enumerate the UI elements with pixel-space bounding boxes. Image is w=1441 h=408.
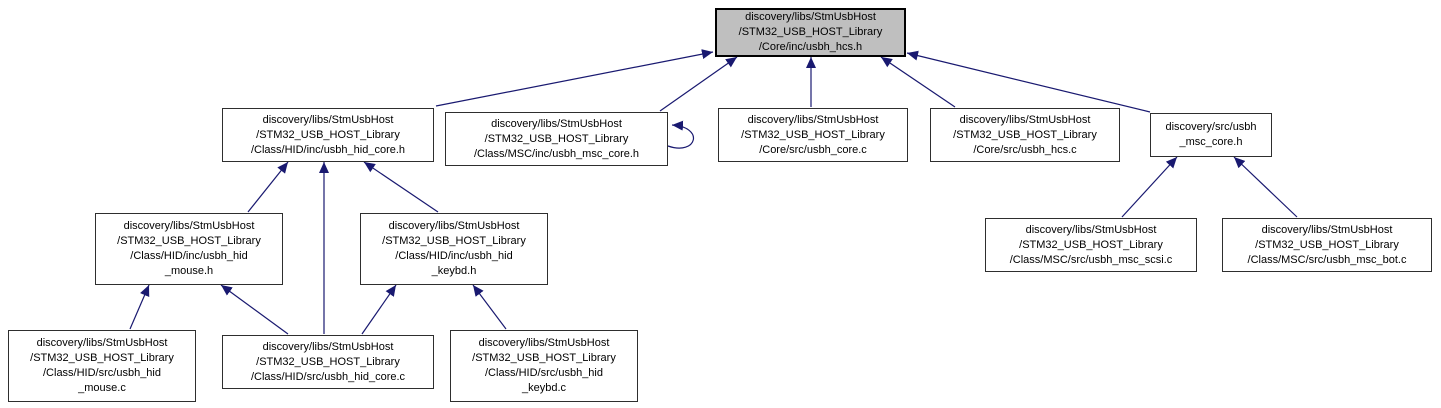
node-label-line: /STM32_USB_HOST_Library	[256, 128, 400, 141]
node-label-line: discovery/libs/StmUsbHost	[123, 220, 255, 232]
graph-node-usbh-msc-bot-c[interactable]: discovery/libs/StmUsbHost/STM32_USB_HOST…	[1222, 218, 1432, 272]
include-edge-usbh-hid-core-h-to-usbh-hcs-h	[435, 49, 714, 107]
graph-node-usbh-hid-keybd-h[interactable]: discovery/libs/StmUsbHost/STM32_USB_HOST…	[360, 213, 548, 285]
node-label-line: /STM32_USB_HOST_Library	[256, 355, 400, 368]
node-label-line: /Class/HID/src/usbh_hid	[43, 367, 161, 379]
node-label-line: /Core/src/usbh_hcs.c	[973, 143, 1077, 156]
node-label-line: discovery/libs/StmUsbHost	[1025, 223, 1157, 236]
node-label-line: /Class/HID/inc/usbh_hid	[395, 250, 513, 262]
node-label-line: /Class/MSC/src/usbh_msc_bot.c	[1247, 253, 1407, 266]
include-edge-usbh-hid-mouse-c-to-usbh-hid-mouse-h	[129, 284, 150, 330]
include-edge-usbh-hcs-c-to-usbh-hcs-h	[880, 56, 956, 108]
node-label-line: discovery/libs/StmUsbHost	[36, 337, 168, 349]
graph-node-usbh-hid-core-c[interactable]: discovery/libs/StmUsbHost/STM32_USB_HOST…	[222, 335, 434, 389]
include-edge-usbh-hid-keybd-h-to-usbh-hid-core-h	[363, 161, 439, 213]
node-label-line: /STM32_USB_HOST_Library	[30, 352, 174, 364]
graph-node-usbh-msc-scsi-c[interactable]: discovery/libs/StmUsbHost/STM32_USB_HOST…	[985, 218, 1197, 272]
node-label-line: discovery/libs/StmUsbHost	[262, 340, 394, 353]
include-edge-usbh-msc-core-h-lib-to-usbh-hcs-h	[659, 56, 738, 112]
node-label-line: /Class/HID/src/usbh_hid	[485, 367, 603, 379]
graph-node-usbh-hid-core-h[interactable]: discovery/libs/StmUsbHost/STM32_USB_HOST…	[222, 108, 434, 162]
graph-node-usbh-msc-core-h-lib[interactable]: discovery/libs/StmUsbHost/STM32_USB_HOST…	[445, 112, 668, 166]
include-edge-usbh-msc-scsi-c-to-usbh-msc-core-h-src	[1121, 156, 1178, 218]
node-label-line: /Class/HID/inc/usbh_hid	[130, 250, 248, 262]
node-label-line: /STM32_USB_HOST_Library	[1019, 238, 1163, 251]
node-label-line: discovery/libs/StmUsbHost	[1261, 223, 1393, 236]
node-label-line: /STM32_USB_HOST_Library	[738, 26, 883, 38]
include-edge-usbh-hid-core-c-to-usbh-hid-mouse-h	[220, 284, 289, 335]
node-label-line: /Class/HID/src/usbh_hid_core.c	[250, 370, 406, 383]
node-label-line: /Class/HID/inc/usbh_hid_core.h	[250, 143, 406, 156]
node-label-line: /STM32_USB_HOST_Library	[953, 128, 1097, 141]
node-label-line: _mouse.h	[164, 265, 214, 277]
include-edge-usbh-msc-bot-c-to-usbh-msc-core-h-src	[1233, 156, 1298, 218]
include-edge-usbh-hid-keybd-c-to-usbh-hid-keybd-h	[472, 284, 507, 330]
node-label-line: /STM32_USB_HOST_Library	[472, 352, 616, 364]
node-label-line: discovery/libs/StmUsbHost	[491, 117, 622, 130]
node-label-line: discovery/src/usbh	[1165, 121, 1257, 133]
node-label-line: _keybd.h	[431, 265, 477, 277]
node-label-line: /Core/src/usbh_core.c	[759, 143, 867, 156]
include-edge-usbh-msc-core-h-src-to-usbh-hcs-h	[906, 50, 1151, 113]
node-label-line: /Class/MSC/src/usbh_msc_scsi.c	[1009, 253, 1173, 266]
node-label-line: /STM32_USB_HOST_Library	[484, 132, 629, 145]
graph-node-usbh-core-c[interactable]: discovery/libs/StmUsbHost/STM32_USB_HOST…	[718, 108, 908, 162]
graph-node-usbh-hcs-c[interactable]: discovery/libs/StmUsbHost/STM32_USB_HOST…	[930, 108, 1120, 162]
node-label-line: discovery/libs/StmUsbHost	[262, 113, 394, 126]
graph-node-usbh-hcs-h: discovery/libs/StmUsbHost/STM32_USB_HOST…	[715, 8, 906, 57]
node-label-line: _msc_core.h	[1179, 136, 1243, 148]
include-edge-usbh-hid-core-c-to-usbh-hid-keybd-h	[361, 284, 397, 335]
self-include-edge-usbh-msc-core-h-lib-to-usbh-msc-core-h-lib	[667, 120, 694, 149]
node-label-line: /STM32_USB_HOST_Library	[1255, 238, 1399, 251]
node-label-line: discovery/libs/StmUsbHost	[747, 113, 879, 126]
node-label-line: /STM32_USB_HOST_Library	[117, 235, 261, 247]
node-label-line: _mouse.c	[78, 382, 126, 394]
node-label-line: discovery/libs/StmUsbHost	[478, 337, 610, 349]
node-label-line: /Core/inc/usbh_hcs.h	[758, 41, 863, 53]
graph-node-usbh-hid-mouse-h[interactable]: discovery/libs/StmUsbHost/STM32_USB_HOST…	[95, 213, 283, 285]
node-label-line: /STM32_USB_HOST_Library	[382, 235, 526, 247]
graph-node-usbh-msc-core-h-src[interactable]: discovery/src/usbh _msc_core.h	[1150, 113, 1272, 157]
node-label-line: /STM32_USB_HOST_Library	[741, 128, 885, 141]
node-label-line: discovery/libs/StmUsbHost	[745, 11, 876, 23]
graph-node-usbh-hid-mouse-c[interactable]: discovery/libs/StmUsbHost/STM32_USB_HOST…	[8, 330, 196, 402]
graph-node-usbh-hid-keybd-c[interactable]: discovery/libs/StmUsbHost/STM32_USB_HOST…	[450, 330, 638, 402]
include-edge-usbh-hid-mouse-h-to-usbh-hid-core-h	[247, 161, 289, 213]
node-label-line: _keybd.c	[521, 382, 567, 394]
node-label-line: discovery/libs/StmUsbHost	[388, 220, 520, 232]
node-label-line: discovery/libs/StmUsbHost	[959, 113, 1091, 126]
node-label-line: /Class/MSC/inc/usbh_msc_core.h	[473, 147, 640, 160]
